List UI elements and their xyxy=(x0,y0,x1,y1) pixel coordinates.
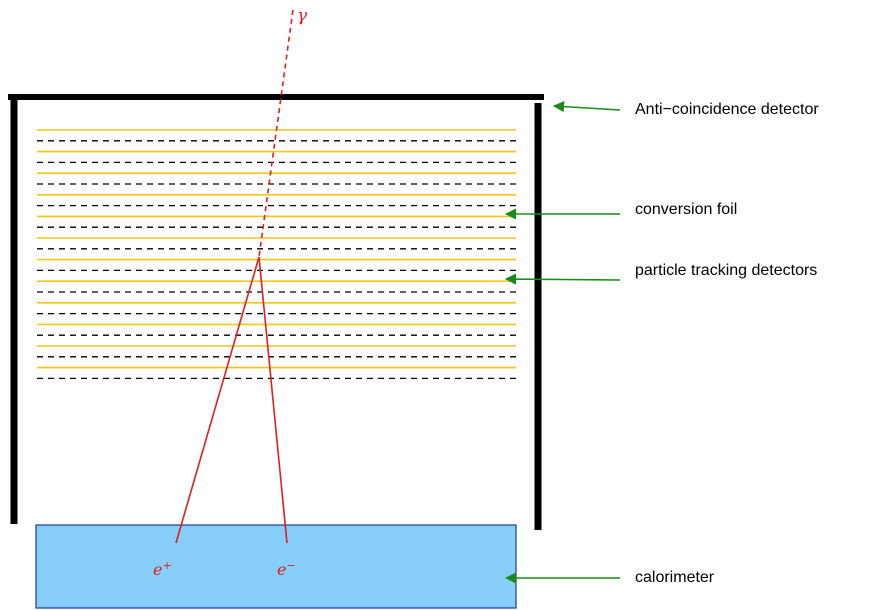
anti-coincidence-label: Anti−coincidence detector xyxy=(635,101,819,118)
calorimeter-label: calorimeter xyxy=(635,569,715,586)
tracking-detector-arrow xyxy=(504,273,621,285)
tracking-detectors-label: particle tracking detectors xyxy=(635,262,818,279)
electron-charge: − xyxy=(286,559,296,572)
gamma-symbol: γ xyxy=(297,6,308,26)
positron-symbol: e+ xyxy=(153,560,172,578)
positron-letter: e xyxy=(153,560,163,579)
electron-symbol: e− xyxy=(277,560,296,578)
electron-letter: e xyxy=(277,560,287,579)
particle-tracks xyxy=(175,9,294,544)
calorimeter-block xyxy=(35,524,517,609)
anti-coincidence-arrow xyxy=(552,101,621,113)
conversion-foil-label: conversion foil xyxy=(635,201,738,218)
electron-track xyxy=(258,256,288,544)
positron-charge: + xyxy=(162,559,172,572)
pointer-arrows xyxy=(504,101,621,584)
detector-layers xyxy=(37,129,516,380)
anti-coincidence-frame xyxy=(8,94,544,530)
gamma-ray-track xyxy=(258,9,294,258)
positron-track xyxy=(175,256,260,544)
